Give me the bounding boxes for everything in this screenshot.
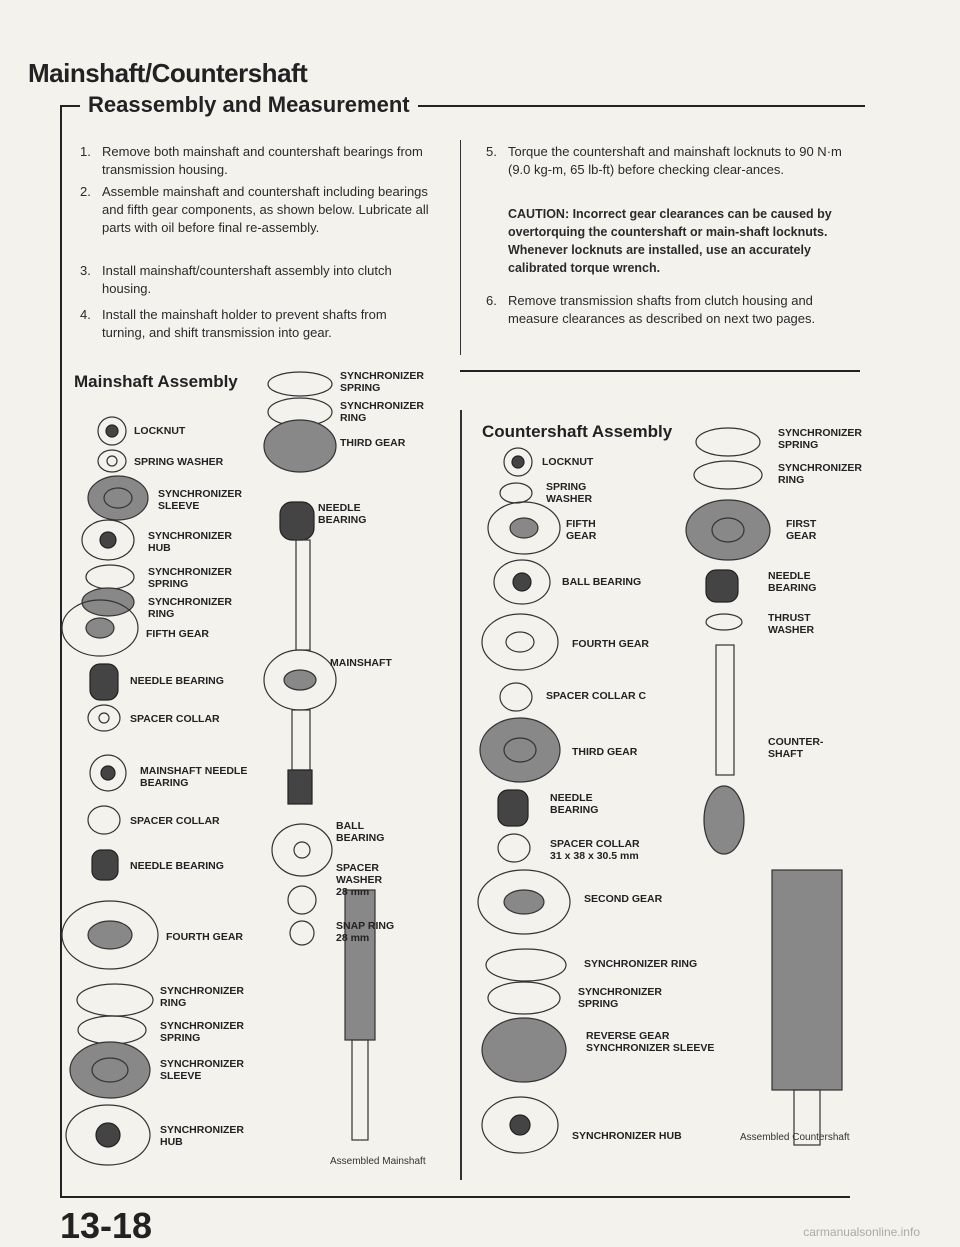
label-cs-sync-ring: SYNCHRONIZER RING	[584, 958, 697, 970]
label-needle-bearing: NEEDLE BEARING	[130, 675, 224, 687]
label-third-gear: THIRD GEAR	[340, 437, 405, 449]
label-cs-spacer-collar: SPACER COLLAR 31 x 38 x 30.5 mm	[550, 838, 640, 862]
label-sync-hub: SYNCHRONIZER HUB	[148, 530, 232, 554]
label-spring-washer: SPRING WASHER	[134, 456, 223, 468]
label-snap-ring: SNAP RING 28 mm	[336, 920, 394, 944]
label-sync-sleeve-2: SYNCHRONIZER SLEEVE	[160, 1058, 244, 1082]
label-sync-spring-top: SYNCHRONIZER SPRING	[340, 370, 424, 394]
label-cs-locknut: LOCKNUT	[542, 456, 593, 468]
label-sync-spring: SYNCHRONIZER SPRING	[148, 566, 232, 590]
label-cs-fifth-gear: FIFTH GEAR	[566, 518, 596, 542]
label-fourth-gear: FOURTH GEAR	[166, 931, 243, 943]
mainshaft-heading: Mainshaft Assembly	[74, 372, 238, 392]
mainshaft-parts	[62, 417, 158, 1165]
label-mainshaft: MAINSHAFT	[330, 657, 392, 669]
label-cs-sync-spring: SYNCHRONIZER SPRING	[578, 986, 662, 1010]
mainshaft-caption: Assembled Mainshaft	[330, 1156, 426, 1167]
label-sync-ring: SYNCHRONIZER RING	[148, 596, 232, 620]
label-cs-spacer-collar-c: SPACER COLLAR C	[546, 690, 646, 702]
label-needle-bearing-2: NEEDLE BEARING	[130, 860, 224, 872]
label-cs-reverse-sleeve: REVERSE GEAR SYNCHRONIZER SLEEVE	[586, 1030, 714, 1054]
label-sync-ring-2: SYNCHRONIZER RING	[160, 985, 244, 1009]
label-cs-needle-bearing: NEEDLE BEARING	[550, 792, 598, 816]
label-cs-second-gear: SECOND GEAR	[584, 893, 662, 905]
label-sync-sleeve: SYNCHRONIZER SLEEVE	[158, 488, 242, 512]
label-cs-sync-spring-top: SYNCHRONIZER SPRING	[778, 427, 862, 451]
label-cs-needle-bearing-top: NEEDLE BEARING	[768, 570, 816, 594]
label-spacer-collar: SPACER COLLAR	[130, 713, 220, 725]
label-spacer-washer: SPACER WASHER 28 mm	[336, 862, 382, 898]
label-cs-thrust-washer: THRUST WASHER	[768, 612, 814, 636]
label-ball-bearing: BALL BEARING	[336, 820, 384, 844]
label-sync-hub-2: SYNCHRONIZER HUB	[160, 1124, 244, 1148]
label-cs-ball-bearing: BALL BEARING	[562, 576, 641, 588]
label-spacer-collar-2: SPACER COLLAR	[130, 815, 220, 827]
label-cs-sync-ring-top: SYNCHRONIZER RING	[778, 462, 862, 486]
label-sync-spring-2: SYNCHRONIZER SPRING	[160, 1020, 244, 1044]
label-cs-sync-hub: SYNCHRONIZER HUB	[572, 1130, 682, 1142]
label-cs-spring-washer: SPRING WASHER	[546, 481, 592, 505]
label-locknut: LOCKNUT	[134, 425, 185, 437]
label-cs-countershaft: COUNTER- SHAFT	[768, 736, 823, 760]
label-fifth-gear: FIFTH GEAR	[146, 628, 209, 640]
countershaft-heading: Countershaft Assembly	[482, 422, 672, 442]
label-cs-fourth-gear: FOURTH GEAR	[572, 638, 649, 650]
label-cs-first-gear: FIRST GEAR	[786, 518, 816, 542]
label-sync-ring-top: SYNCHRONIZER RING	[340, 400, 424, 424]
mainshaft-shaft-parts	[264, 372, 375, 1140]
label-mainshaft-needle-bearing: MAINSHAFT NEEDLE BEARING	[140, 765, 247, 789]
label-cs-third-gear: THIRD GEAR	[572, 746, 637, 758]
watermark: carmanualsonline.info	[803, 1225, 920, 1239]
label-needle-bearing-top: NEEDLE BEARING	[318, 502, 366, 526]
page-number: 13-18	[60, 1205, 152, 1247]
countershaft-caption: Assembled Countershaft	[740, 1132, 850, 1143]
